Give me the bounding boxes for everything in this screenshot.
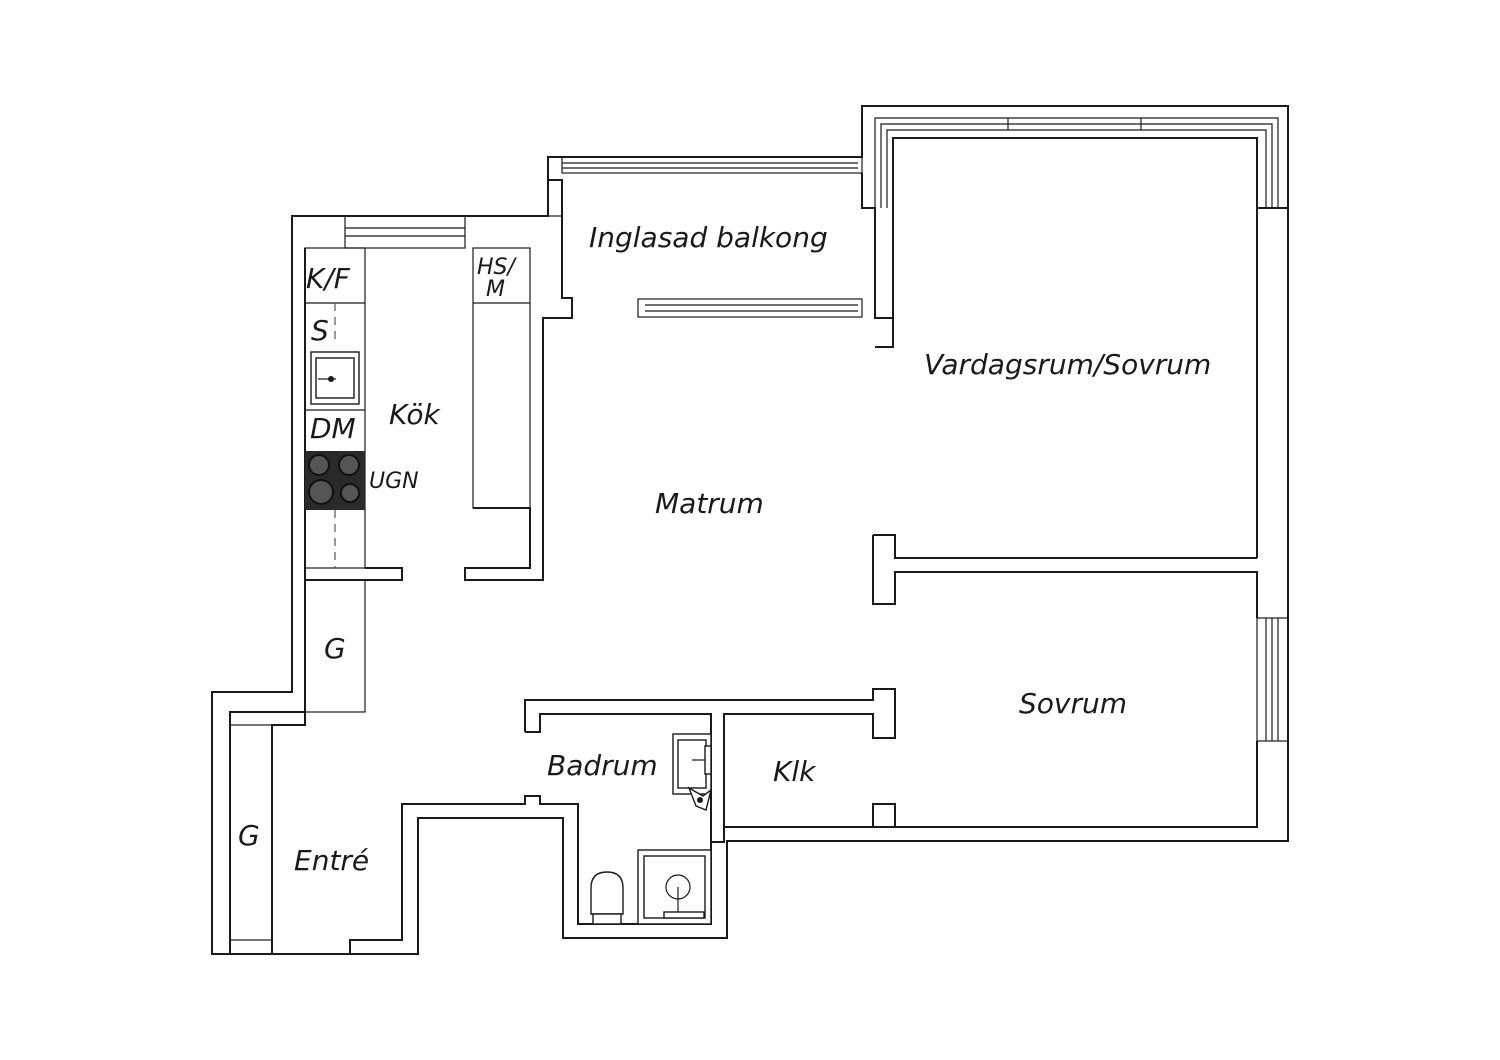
label-dishwasher: DM bbox=[310, 412, 356, 445]
washbasin-icon bbox=[672, 733, 712, 795]
label-oven: UGN bbox=[369, 469, 419, 494]
fixture-labels: K/F S DM UGN HS/ M G G bbox=[238, 255, 518, 852]
entrance-wardrobe bbox=[229, 724, 273, 941]
kitchen-window bbox=[344, 215, 466, 249]
kitchen-counter-right bbox=[472, 247, 531, 509]
label-sink: S bbox=[311, 314, 329, 347]
toilet-icon bbox=[590, 871, 624, 925]
kitchen-counter-left bbox=[304, 247, 366, 569]
label-wardrobe-entrance: G bbox=[238, 819, 260, 852]
sink-icon bbox=[310, 351, 360, 405]
room-label-bedroom: Sovrum bbox=[1019, 687, 1127, 720]
room-label-closet: Klk bbox=[773, 755, 817, 788]
room-label-balcony: Inglasad balkong bbox=[589, 221, 828, 254]
room-label-kitchen: Kök bbox=[389, 398, 441, 431]
stove-icon bbox=[305, 451, 365, 510]
room-label-entrance: Entré bbox=[294, 844, 369, 877]
kitchen-wardrobe bbox=[304, 579, 366, 713]
shower-icon bbox=[637, 849, 712, 925]
room-label-dining: Matrum bbox=[655, 487, 764, 520]
room-label-living: Vardagsrum/Sovrum bbox=[924, 348, 1211, 381]
interior-walls bbox=[305, 534, 1289, 842]
label-hs-line1: HS/ bbox=[477, 255, 518, 280]
label-fridge-freezer: K/F bbox=[306, 262, 351, 295]
room-label-bathroom: Badrum bbox=[547, 749, 658, 782]
balcony-structure bbox=[464, 156, 894, 581]
room-labels: Inglasad balkong Vardagsrum/Sovrum Matru… bbox=[294, 221, 1211, 877]
label-wardrobe-kitchen: G bbox=[324, 632, 346, 665]
living-windows bbox=[874, 117, 1288, 558]
tap-icon bbox=[687, 786, 713, 811]
label-hs-line2: M bbox=[486, 277, 505, 302]
